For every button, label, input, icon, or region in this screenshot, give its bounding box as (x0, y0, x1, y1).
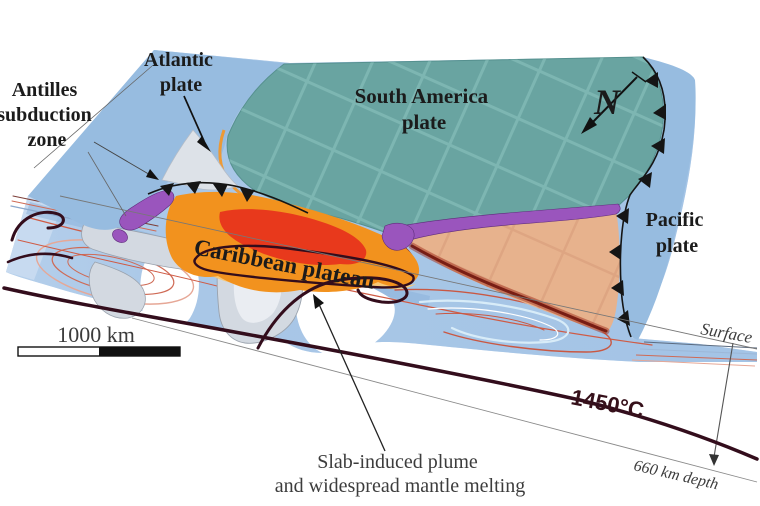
caribbean-plateau-surface (165, 191, 420, 293)
pacific-plate-surface (620, 57, 696, 340)
antilles-subduction-zone-label: Antilles subduction zone (0, 79, 97, 151)
antilles-leader-2 (87, 151, 127, 217)
atlantic-plate-label: Atlantic plate (144, 49, 218, 96)
caribbean-interior-wedge (400, 210, 620, 335)
volcanic-arc (112, 189, 621, 251)
antilles-leader-1 (93, 141, 153, 177)
pacific-trench (609, 56, 666, 338)
plume-pointer-line (317, 301, 386, 452)
face-tail-lines (631, 341, 758, 367)
pacific-plate-label: Pacific plate (646, 209, 709, 257)
annotation-arrows (33, 65, 386, 452)
south-america-plate-label: South America plate (355, 84, 494, 134)
depth-660-line (131, 317, 758, 483)
antilles-trench (147, 181, 309, 214)
south-america-plate-surface (226, 56, 664, 243)
isotherm-1450-line (2, 286, 759, 461)
atlantic-plate-surface (28, 50, 292, 230)
atlantic-leader-line (33, 65, 153, 169)
surface-trace-line (59, 195, 758, 350)
atlantic-arrow (183, 95, 205, 142)
plume-annotation-label: Slab-induced plume and widespread mantle… (275, 451, 525, 497)
scale-bar: 1000 km (17, 322, 181, 357)
north-label: N (593, 82, 622, 122)
scale-bar-label: 1000 km (57, 322, 135, 347)
atlantic-slab-tip (161, 129, 239, 191)
isotherm-loops (6, 210, 415, 350)
depth-arrow (709, 342, 734, 466)
north-arrow: N (581, 71, 647, 134)
